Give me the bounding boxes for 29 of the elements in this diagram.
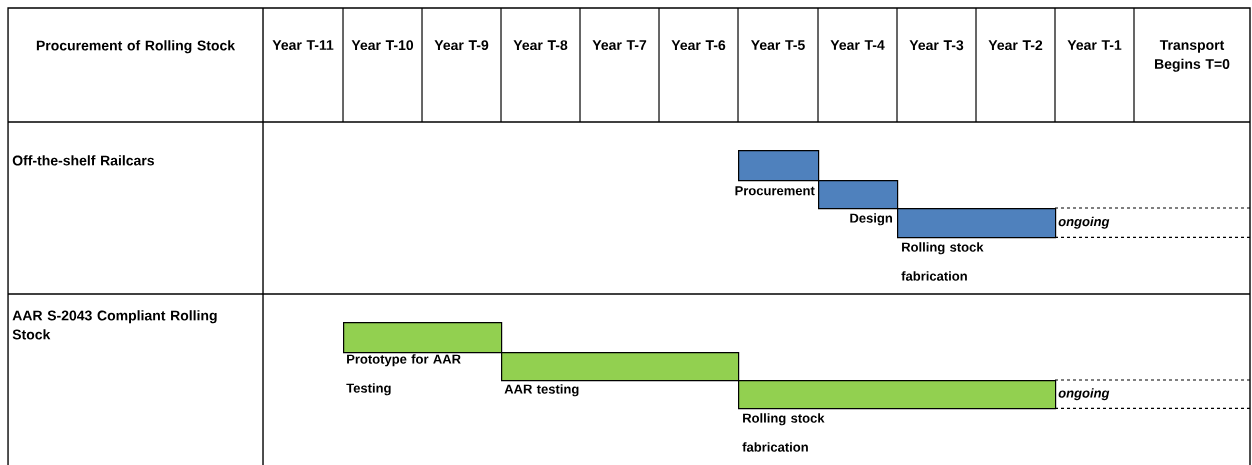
bar-label: Design — [850, 213, 892, 226]
column-header: Transport Begins T=0 — [1155, 40, 1230, 72]
row-header: AAR S-2043 Compliant Rolling Stock — [12, 310, 217, 340]
column-header: Year T-5 — [751, 40, 805, 50]
bar-label: Rolling stock fabrication — [742, 413, 825, 452]
task-bar — [818, 180, 899, 210]
task-bar — [897, 208, 1057, 239]
bar-label: Prototype for AAR Testing — [346, 354, 461, 396]
column-header: Year T-10 — [351, 40, 414, 51]
column-header: Procurement of Rolling Stock — [36, 40, 236, 54]
column-header: Year T-4 — [830, 40, 885, 50]
column-header: Year T-1 — [1067, 40, 1122, 50]
task-bar — [343, 322, 503, 354]
dashed-box: ongoing — [1054, 379, 1251, 409]
task-bar — [501, 352, 740, 382]
column-header: Year T-6 — [671, 40, 726, 51]
task-bar — [738, 150, 820, 182]
task-bar — [738, 380, 1057, 410]
row-header: Off-the-shelf Railcars — [12, 155, 154, 166]
bar-label: Rolling stock fabrication — [901, 242, 984, 281]
column-header: Year T-8 — [513, 40, 568, 51]
column-header: Year T-9 — [434, 40, 489, 51]
bar-label: Procurement — [735, 186, 815, 196]
column-header: Year T-3 — [909, 40, 964, 51]
column-header: Year T-11 — [272, 40, 334, 50]
column-header: Year T-2 — [988, 40, 1043, 51]
bar-label: AAR testing — [504, 384, 579, 397]
dashed-box: ongoing — [1054, 207, 1251, 238]
column-header: Year T-7 — [592, 40, 647, 50]
